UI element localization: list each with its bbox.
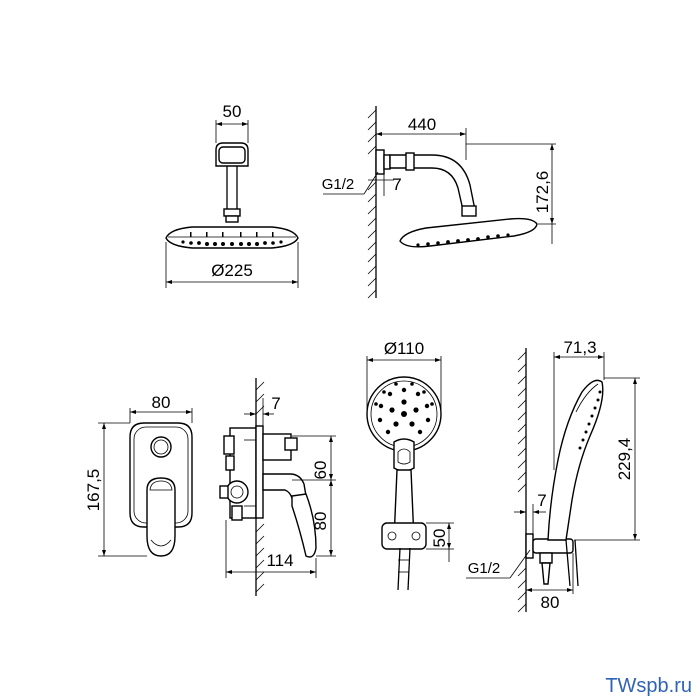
side-nozzle-row [416,233,510,247]
dim-hand-offset: 71,3 [563,338,596,357]
dim-wall-gap-top: 7 [392,175,401,194]
dim-thread-top: G1/2 [322,176,355,193]
dim-wall-gap-hand: 7 [537,491,546,510]
dim-plate-width: 80 [152,393,171,412]
overhead-shower-side-view: 440 172,6 7 G1/2 [322,106,556,299]
nozzle-row [181,232,283,246]
dim-head-height: 172,6 [533,171,552,214]
dim-mixer-depth: 114 [266,551,293,570]
dim-mixer-80: 80 [311,512,330,531]
dim-plate-height: 167,5 [84,469,103,512]
mixer-side-view: 7 60 80 114 [219,378,336,596]
hand-shower-front-view: Ø110 50 [366,339,454,591]
hand-shower-side-view: 71,3 229,4 7 G1/2 80 [466,338,640,613]
dim-hand-diameter: Ø110 [384,339,424,358]
dim-arm-length: 440 [408,115,436,134]
dim-bracket-width: 80 [541,593,560,612]
wall-hatching-mixer [255,381,265,593]
dim-mixer-gap: 7 [271,394,280,413]
dim-head-diameter: Ø225 [211,261,253,280]
watermark: TWspb.ru [605,675,692,697]
overhead-shower-front-view: 50 Ø225 [165,102,299,288]
dim-hand-height: 229,4 [615,438,634,481]
hand-shower-nozzles [374,382,434,435]
dim-thread-hand: G1/2 [468,560,501,577]
dim-arm-width: 50 [223,102,242,121]
wall-hatching-hand [517,351,527,613]
dim-holder-50: 50 [430,529,449,548]
dim-mixer-60: 60 [311,461,330,480]
mixer-front-view: 80 167,5 [84,393,193,557]
wall-hatching-top [367,109,377,299]
side-hand-nozzles [578,390,602,450]
